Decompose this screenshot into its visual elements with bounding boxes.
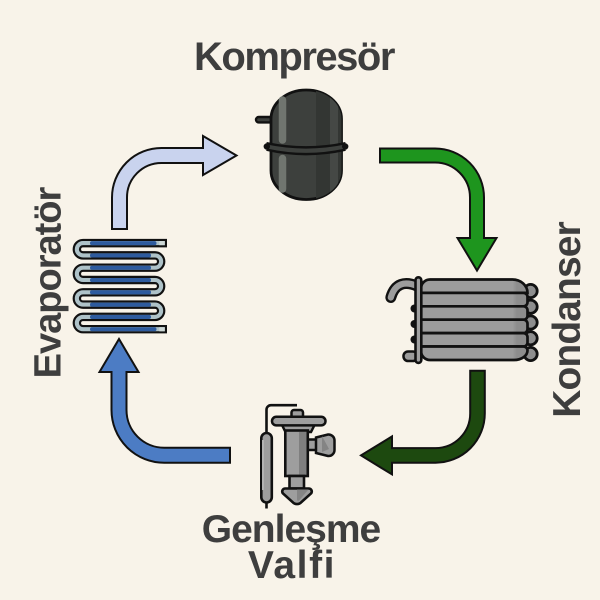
- svg-text:Valfi: Valfi: [248, 544, 336, 587]
- svg-text:Kondanser: Kondanser: [546, 221, 589, 417]
- svg-text:Kompresör: Kompresör: [194, 35, 395, 79]
- svg-text:Evaporatör: Evaporatör: [28, 186, 70, 378]
- svg-text:Genleşme: Genleşme: [202, 508, 381, 551]
